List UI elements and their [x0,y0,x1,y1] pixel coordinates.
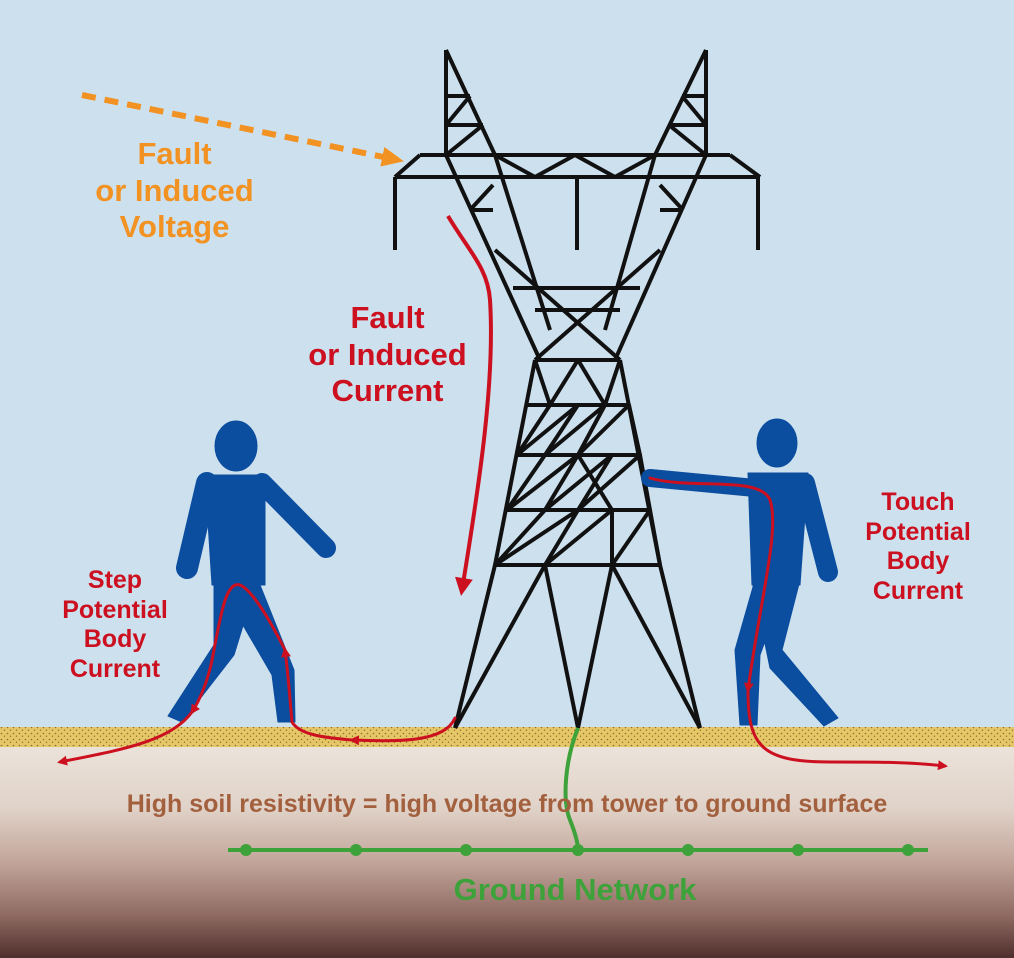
touch-current-path [648,476,948,771]
transmission-tower [393,49,762,729]
ground-node [682,844,694,856]
fault-voltage-arrow [81,92,404,167]
ground-node [572,844,584,856]
touch-potential-label: Touch Potential Body Current [865,488,971,605]
ground-node [350,844,362,856]
gravel-surface [0,727,1014,747]
fault-current-label: Fault or Induced Current [308,300,467,409]
ground-network [228,727,928,856]
step-current-path [57,583,457,766]
ground-node [240,844,252,856]
sky-background [0,0,1014,730]
fault-current-arrow [446,214,493,596]
ground-network-label: Ground Network [453,872,697,907]
ground-node [792,844,804,856]
soil-resistivity-label: High soil resistivity = high voltage fro… [126,790,888,818]
tower-ground-lead [563,727,580,851]
fault-voltage-label: Fault or Induced Voltage [95,136,254,245]
ground-node [460,844,472,856]
step-potential-label: Step Potential Body Current [62,566,168,683]
ground-node [902,844,914,856]
